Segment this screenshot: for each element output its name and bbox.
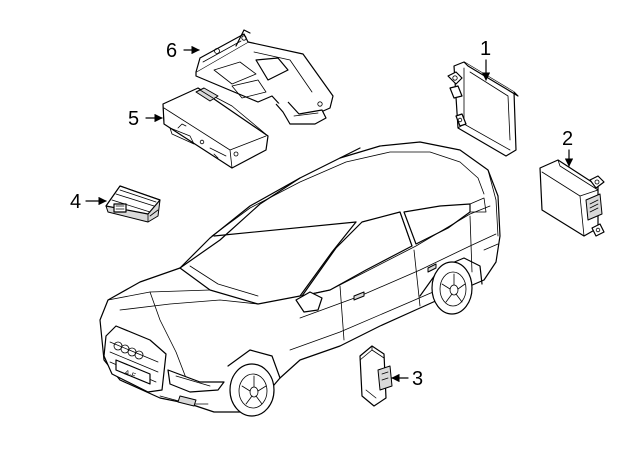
radar-sensor-module-icon xyxy=(447,61,519,157)
callout-6-label: 6 xyxy=(166,40,177,62)
callout-2: 2 xyxy=(562,128,574,167)
control-module-icon xyxy=(162,87,269,169)
callout-4-label: 4 xyxy=(70,191,81,213)
small-control-module-icon xyxy=(105,185,161,223)
callout-3: 3 xyxy=(391,368,423,390)
callout-4: 4 xyxy=(70,191,107,213)
callout-2-label: 2 xyxy=(562,128,573,150)
svg-text:A·F: A·F xyxy=(123,369,136,380)
callout-6: 6 xyxy=(166,40,200,62)
callout-1: 1 xyxy=(480,38,491,81)
callout-1-label: 1 xyxy=(480,38,491,60)
callout-3-label: 3 xyxy=(412,368,423,390)
radar-sensor-module-icon xyxy=(539,159,605,237)
side-sensor-icon xyxy=(359,345,393,407)
sedan-car-icon: A·F xyxy=(99,141,501,417)
callout-5: 5 xyxy=(128,108,163,130)
mounting-bracket-icon xyxy=(195,29,334,125)
callout-5-label: 5 xyxy=(128,108,139,130)
